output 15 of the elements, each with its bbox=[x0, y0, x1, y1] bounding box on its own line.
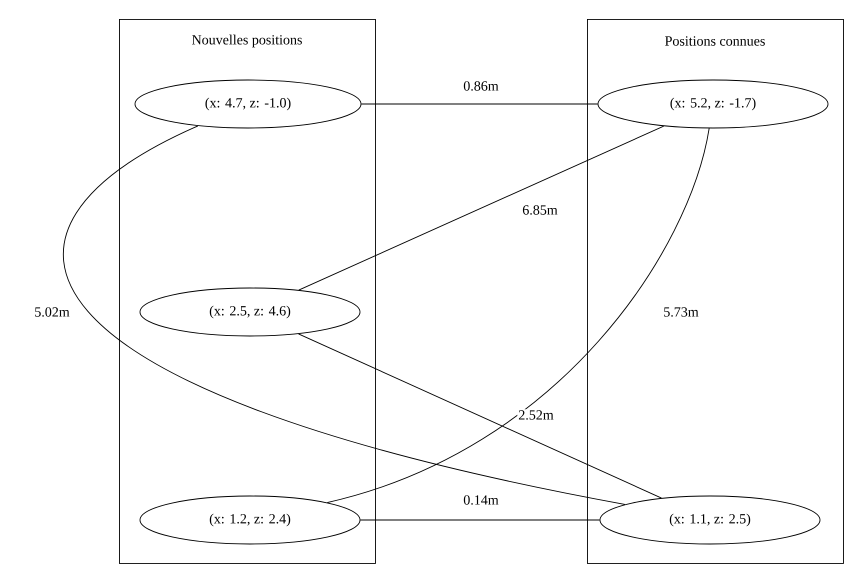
ellipse-node: (x: 5.2, z: -1.7) bbox=[598, 80, 828, 128]
edge-label: 0.14m bbox=[462, 494, 500, 506]
connector-line bbox=[64, 125, 626, 505]
edge-label: 2.52m bbox=[517, 409, 555, 421]
edge-label: 5.73m bbox=[662, 306, 700, 318]
connector-line bbox=[326, 128, 710, 503]
connector-line bbox=[298, 334, 662, 498]
edge-label: 6.85m bbox=[521, 204, 559, 216]
ellipse-node: (x: 1.2, z: 2.4) bbox=[140, 496, 360, 544]
ellipse-node: (x: 4.7, z: -1.0) bbox=[134, 80, 362, 128]
edge-label: 0.86m bbox=[462, 80, 500, 92]
edge-label: 5.02m bbox=[33, 306, 71, 318]
connector-line bbox=[298, 126, 664, 291]
ellipse-node: (x: 2.5, z: 4.6) bbox=[140, 288, 360, 336]
ellipse-node: (x: 1.1, z: 2.5) bbox=[600, 496, 820, 544]
